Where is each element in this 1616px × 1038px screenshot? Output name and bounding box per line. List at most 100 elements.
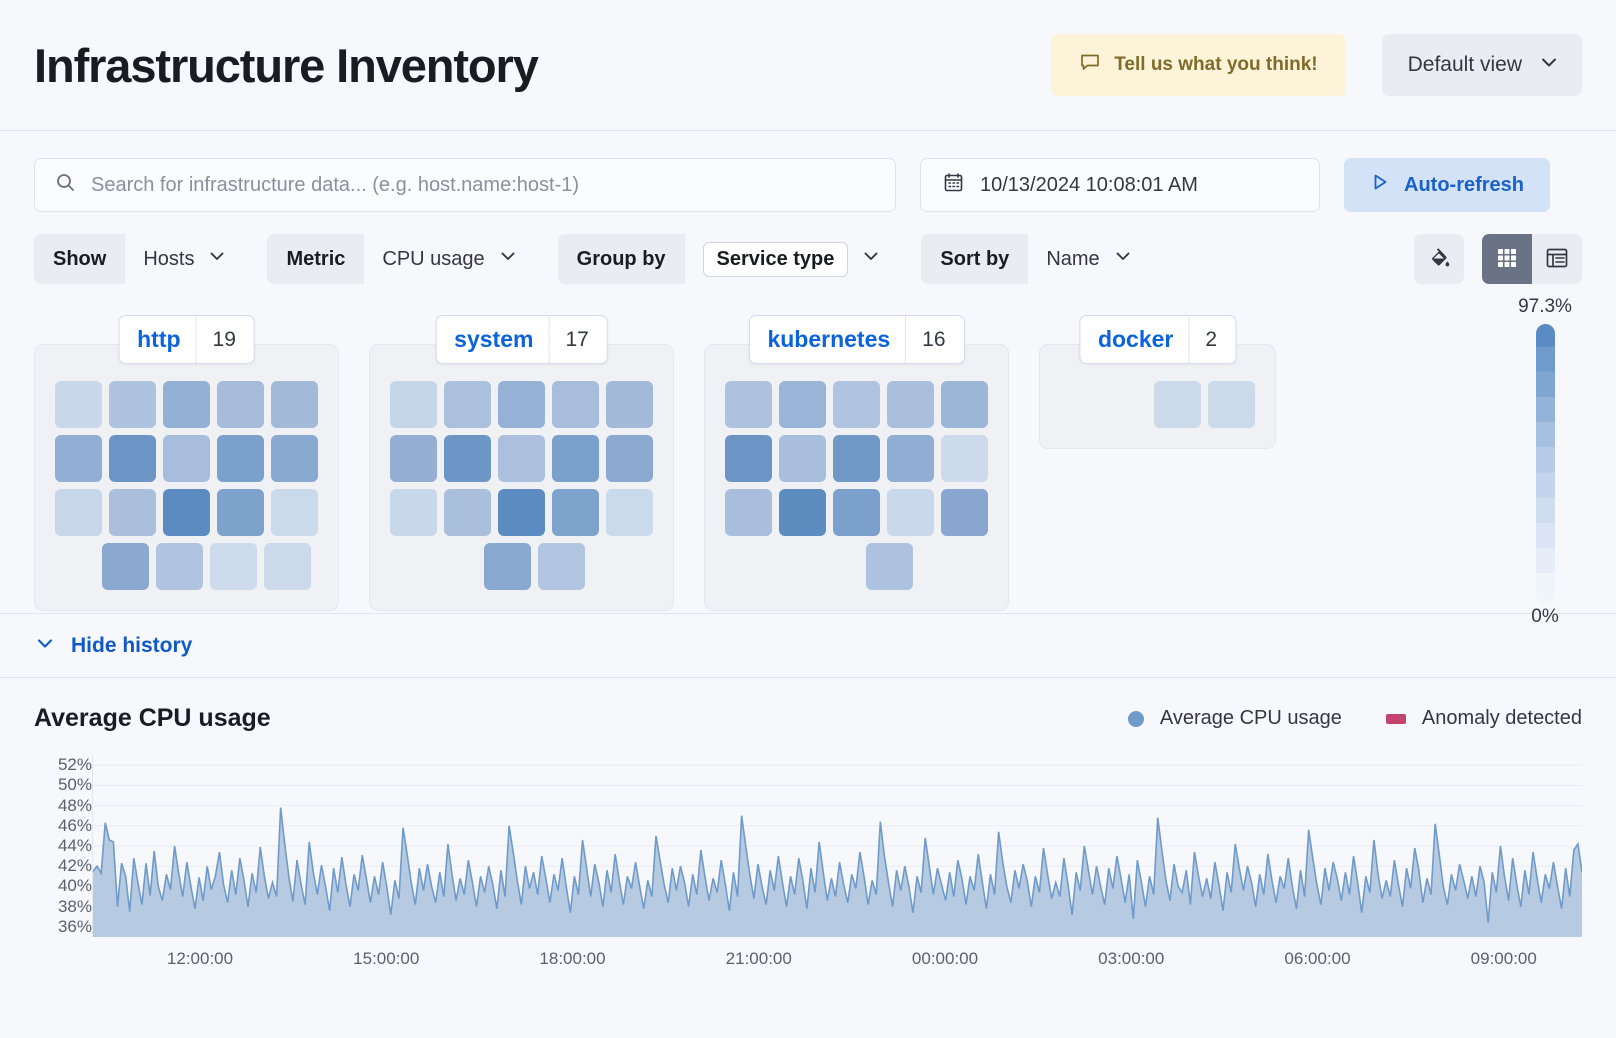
node-tile[interactable] — [538, 543, 585, 590]
comment-icon — [1079, 51, 1101, 79]
node-tile[interactable] — [887, 489, 934, 536]
search-box[interactable] — [34, 158, 896, 212]
node-tile[interactable] — [941, 489, 988, 536]
control-show-value-text: Hosts — [143, 247, 195, 270]
node-tile[interactable] — [55, 381, 102, 428]
node-tile-row — [390, 435, 653, 482]
table-view-button[interactable] — [1532, 234, 1582, 284]
control-show-value[interactable]: Hosts — [125, 234, 245, 284]
feedback-button[interactable]: Tell us what you think! — [1051, 34, 1346, 96]
legend-square-icon — [1385, 713, 1406, 724]
auto-refresh-button[interactable]: Auto-refresh — [1344, 158, 1551, 212]
legend-gradient-bar — [1535, 324, 1555, 604]
toolbar: 10/13/2024 10:08:01 AM Auto-refresh Show… — [0, 131, 1616, 284]
node-tile[interactable] — [217, 435, 264, 482]
node-tile[interactable] — [390, 489, 437, 536]
node-tile[interactable] — [55, 435, 102, 482]
node-tile[interactable] — [498, 489, 545, 536]
node-tile[interactable] — [941, 381, 988, 428]
control-group-by-label: Group by — [557, 234, 685, 284]
control-metric: Metric CPU usage — [267, 234, 535, 284]
node-tile[interactable] — [109, 381, 156, 428]
hide-history-label: Hide history — [71, 633, 193, 657]
palette-button[interactable] — [1414, 234, 1464, 284]
node-tile[interactable] — [390, 381, 437, 428]
node-tile-row — [725, 489, 988, 536]
node-tile-row — [725, 435, 988, 482]
node-tile[interactable] — [271, 435, 318, 482]
node-tile[interactable] — [779, 381, 826, 428]
default-view-selector[interactable]: Default view — [1381, 34, 1582, 96]
y-axis-tick-label: 52% — [57, 755, 92, 775]
control-metric-value[interactable]: CPU usage — [364, 234, 535, 284]
node-tile[interactable] — [725, 381, 772, 428]
node-tile[interactable] — [887, 381, 934, 428]
node-tile[interactable] — [271, 489, 318, 536]
group-name: http — [137, 326, 181, 352]
node-tile[interactable] — [156, 543, 203, 590]
chart-header: Average CPU usage Average CPU usage Anom… — [34, 704, 1582, 733]
history-chart-panel: Average CPU usage Average CPU usage Anom… — [0, 678, 1616, 977]
node-tile[interactable] — [444, 489, 491, 536]
legend-item-anomaly-detected[interactable]: Anomaly detected — [1385, 707, 1582, 730]
node-tile[interactable] — [210, 543, 257, 590]
node-tile[interactable] — [498, 381, 545, 428]
search-icon — [55, 172, 76, 198]
grid-view-button[interactable] — [1482, 234, 1532, 284]
node-tile[interactable] — [552, 435, 599, 482]
node-tile[interactable] — [833, 435, 880, 482]
node-tile[interactable] — [941, 435, 988, 482]
node-tile[interactable] — [606, 381, 653, 428]
node-tile[interactable] — [109, 435, 156, 482]
node-tile[interactable] — [163, 435, 210, 482]
node-tile[interactable] — [779, 435, 826, 482]
node-tile[interactable] — [866, 543, 913, 590]
node-tile[interactable] — [163, 381, 210, 428]
node-tile[interactable] — [887, 435, 934, 482]
node-tile[interactable] — [484, 543, 531, 590]
node-tile[interactable] — [833, 489, 880, 536]
node-tile[interactable] — [444, 381, 491, 428]
node-tile[interactable] — [271, 381, 318, 428]
node-tile[interactable] — [779, 489, 826, 536]
control-sort-by-value[interactable]: Name — [1028, 234, 1150, 284]
node-tile[interactable] — [163, 489, 210, 536]
node-tile[interactable] — [444, 435, 491, 482]
control-group-by-value-text: Service type — [702, 241, 849, 277]
hide-history-toggle[interactable]: Hide history — [34, 632, 192, 660]
node-tile[interactable] — [109, 489, 156, 536]
control-group-by-value[interactable]: Service type — [685, 234, 900, 284]
node-tile[interactable] — [606, 489, 653, 536]
node-tile[interactable] — [725, 435, 772, 482]
search-input[interactable] — [91, 173, 875, 197]
node-tile[interactable] — [833, 381, 880, 428]
group-name: system — [454, 326, 534, 352]
node-tile[interactable] — [1154, 381, 1201, 428]
date-picker[interactable]: 10/13/2024 10:08:01 AM — [920, 158, 1320, 212]
node-tile[interactable] — [217, 489, 264, 536]
play-icon — [1370, 172, 1390, 198]
group-name: kubernetes — [767, 326, 891, 352]
node-tile[interactable] — [725, 489, 772, 536]
node-tile[interactable] — [1208, 381, 1255, 428]
node-tile[interactable] — [102, 543, 149, 590]
chart-title: Average CPU usage — [34, 704, 271, 732]
node-tile[interactable] — [264, 543, 311, 590]
node-tile[interactable] — [55, 489, 102, 536]
y-axis-tick-label: 44% — [57, 836, 92, 855]
node-tile[interactable] — [498, 435, 545, 482]
legend-item-average-cpu-usage[interactable]: Average CPU usage — [1127, 707, 1342, 730]
node-tile[interactable] — [606, 435, 653, 482]
control-sort-by-value-text: Name — [1046, 247, 1100, 270]
x-axis-tick-label: 03:00:00 — [1098, 949, 1165, 968]
node-tile[interactable] — [552, 381, 599, 428]
node-tile[interactable] — [390, 435, 437, 482]
node-tile[interactable] — [217, 381, 264, 428]
node-tile[interactable] — [552, 489, 599, 536]
